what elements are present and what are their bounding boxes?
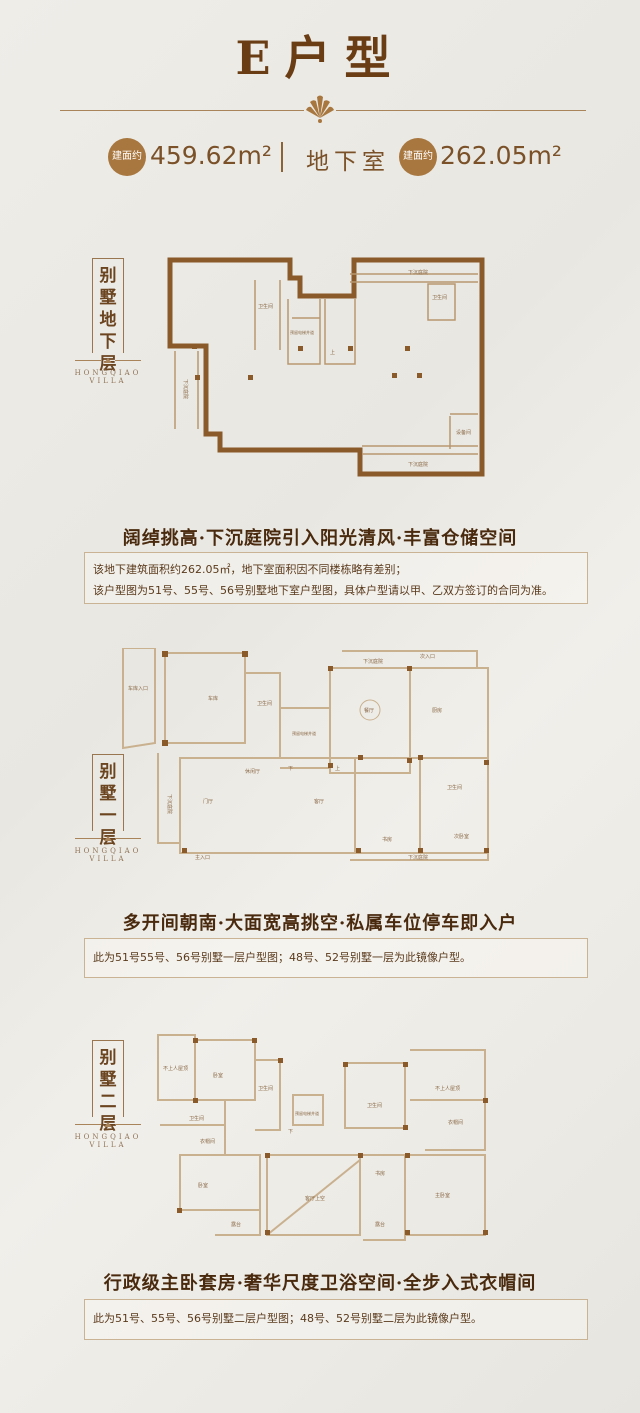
room-label: 预留电梯井道 <box>295 1110 319 1116</box>
room-label: 衣帽间 <box>448 1119 463 1126</box>
room-label: 卫生间 <box>367 1102 382 1109</box>
room-label: 衣帽间 <box>200 1138 215 1145</box>
note-box: 此为51号、55号、56号别墅二层户型图；48号、52号别墅二层为此镜像户型。 <box>84 1299 588 1340</box>
area-unit: m² <box>237 141 272 170</box>
room-label: 卫生间 <box>258 1085 273 1092</box>
brand-line1: HONGQIAO <box>74 369 142 377</box>
label-char: 层 <box>99 354 117 374</box>
label-char: 二 <box>99 1092 117 1112</box>
floor-label-second: 别 墅 二 层 <box>92 1040 124 1134</box>
basement-area-badge: 建面约 <box>399 138 437 176</box>
room-label: 不上人屋顶 <box>435 1085 460 1092</box>
note-box: 此为51号55号、56号别墅一层户型图；48号、52号别墅一层为此镜像户型。 <box>84 938 588 978</box>
basement-label: 地下室 <box>306 149 390 175</box>
room-label: 下沉庭院 <box>408 854 428 861</box>
room-label: 不上人屋顶 <box>163 1065 188 1072</box>
room-label: 上 <box>330 349 335 356</box>
section-heading: 行政级主卧套房·奢华尺度卫浴空间·全步入式衣帽间 <box>103 1273 537 1294</box>
note-line: 此为51号55号、56号别墅一层户型图；48号、52号别墅一层为此镜像户型。 <box>93 951 471 964</box>
label-char: 地 <box>99 310 117 330</box>
room-label: 书房 <box>375 1170 385 1177</box>
separator <box>281 142 283 172</box>
brand-line1: HONGQIAO <box>74 847 142 855</box>
room-label: 卫生间 <box>257 700 272 707</box>
label-char: 别 <box>99 1048 117 1068</box>
page-title: E户型 <box>235 31 405 85</box>
room-label: 书房 <box>382 836 392 843</box>
brand-mark: HONGQIAO VILLA <box>68 358 148 385</box>
room-label: 下沉庭院 <box>408 461 428 468</box>
divider-right <box>336 110 586 111</box>
area-summary: 建面约 459.62m² 地下室 建面约 262.05m² <box>0 138 640 178</box>
second-floor-plan: 不上人屋顶 卧室 卫生间 卫生间 衣帽间 卧室 露台 预留电梯井道 卫生间 不上… <box>157 1034 488 1241</box>
room-label: 下沉庭院 <box>182 379 189 399</box>
first-floor-plan: 车库入口 车库 卫生间 下沉庭院 次入口 餐厅 厨房 预留电梯井道 休闲厅 门厅… <box>122 648 489 861</box>
room-label: 露台 <box>231 1221 241 1228</box>
label-char: 下 <box>99 332 117 352</box>
room-label: 下 <box>288 766 293 772</box>
area-badge: 建面约 <box>108 138 146 176</box>
room-label: 预留电梯井道 <box>292 730 316 736</box>
label-char: 墅 <box>99 1070 117 1090</box>
fan-ornament-icon <box>306 95 334 123</box>
floor-label-basement: 别 墅 地 下 层 <box>92 258 124 374</box>
room-label: 车库 <box>208 695 218 702</box>
label-char: 墅 <box>99 288 117 308</box>
section-heading: 阔绰挑高·下沉庭院引入阳光清风·丰富仓储空间 <box>122 528 518 549</box>
total-area-value: 459.62 <box>150 141 238 170</box>
brand-line2: VILLA <box>89 1141 127 1149</box>
room-label: 厨房 <box>432 707 442 714</box>
room-label: 主卧室 <box>435 1192 450 1199</box>
room-label: 下沉庭院 <box>408 269 428 276</box>
room-label: 卫生间 <box>447 784 462 791</box>
room-label: 下沉庭院 <box>363 658 383 665</box>
room-label: 设备间 <box>456 429 471 436</box>
room-label: 卫生间 <box>189 1115 204 1122</box>
outer-wall <box>167 257 485 477</box>
room-label: 卧室 <box>198 1182 208 1189</box>
basement-floor-plan: 下沉庭院 下沉庭院 下沉庭院 卫生间 卫生间 预留电梯井道 设备间 上 <box>167 257 485 477</box>
basement-area: 262.05m² <box>440 141 562 170</box>
basement-area-value: 262.05 <box>440 141 528 170</box>
brand-mark: HONGQIAO VILLA <box>68 1122 148 1149</box>
label-char: 墅 <box>99 784 117 804</box>
label-char: 别 <box>99 266 117 286</box>
room-label: 主入口 <box>195 854 210 861</box>
room-label: 次入口 <box>420 653 435 660</box>
brand-mark: HONGQIAO VILLA <box>68 836 148 863</box>
room-label: 门厅 <box>203 798 213 805</box>
area-unit: m² <box>527 141 562 170</box>
room-label: 次卧室 <box>454 833 469 840</box>
room-label: 下 <box>288 1129 293 1135</box>
room-label: 下沉庭院 <box>166 794 173 814</box>
section-heading: 多开间朝南·大面宽高挑空·私属车位停车即入户 <box>122 913 518 934</box>
room-label: 卧室 <box>213 1072 223 1079</box>
room-label: 客厅上空 <box>305 1195 325 1202</box>
note-box: 该地下建筑面积约262.05㎡，地下室面积因不同楼栋略有差别； 该户型图为51号… <box>84 552 588 604</box>
total-area: 459.62m² <box>150 141 272 170</box>
note-line: 此为51号、55号、56号别墅二层户型图；48号、52号别墅二层为此镜像户型。 <box>93 1312 482 1325</box>
label-char: 一 <box>99 806 117 826</box>
note-line: 该地下建筑面积约262.05㎡，地下室面积因不同楼栋略有差别； <box>93 563 407 576</box>
floor-label-first: 别 墅 一 层 <box>92 754 124 848</box>
brand-line2: VILLA <box>89 377 127 385</box>
room-label: 休闲厅 <box>245 768 260 775</box>
room-label: 预留电梯井道 <box>290 329 314 335</box>
room-label: 卫生间 <box>258 303 273 310</box>
room-label: 车库入口 <box>128 685 148 692</box>
room-label: 客厅 <box>314 798 324 805</box>
brand-line2: VILLA <box>89 855 127 863</box>
room-label: 卫生间 <box>432 294 447 301</box>
brand-line1: HONGQIAO <box>74 1133 142 1141</box>
room-label: 露台 <box>375 1221 385 1228</box>
room-label: 上 <box>335 765 340 772</box>
note-line: 该户型图为51号、55号、56号别墅地下室户型图，具体户型请以甲、乙双方签订的合… <box>93 584 553 597</box>
room-label: 餐厅 <box>364 707 374 714</box>
divider-left <box>60 110 304 111</box>
label-char: 别 <box>99 762 117 782</box>
